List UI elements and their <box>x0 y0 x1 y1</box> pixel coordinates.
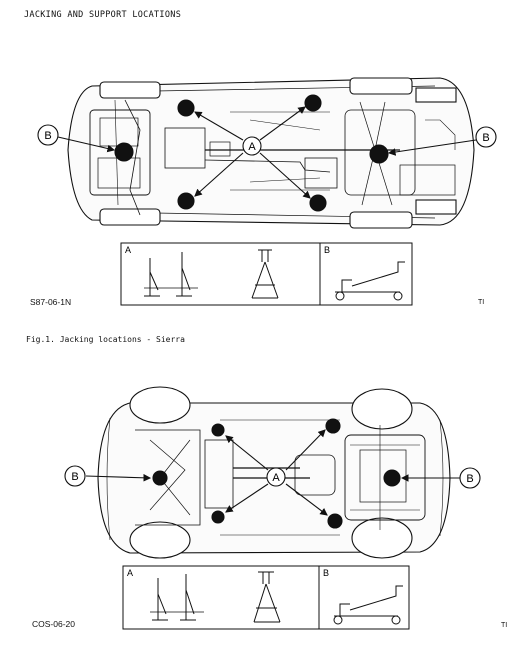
callout-a-center-bottom-label: A <box>272 472 280 484</box>
rear-right-wheel <box>349 211 413 229</box>
callout-a-center <box>242 136 262 156</box>
jacking-point-rear-right <box>211 510 225 524</box>
callout-b-left <box>64 465 86 487</box>
jacking-point-rear-left <box>211 423 225 437</box>
panel-b-bottom <box>318 565 410 630</box>
rear-right-wheel <box>129 521 191 559</box>
front-right-wheel <box>99 208 161 226</box>
reference-code-top: S87-06-1N <box>30 297 72 307</box>
sierra-underside-diagram <box>37 77 497 229</box>
callout-a-center-bottom <box>266 467 286 487</box>
panel-b-bottom-letter: B <box>323 568 329 578</box>
jacking-point-front-left <box>325 418 341 434</box>
trolley-jack-icon <box>335 261 405 301</box>
page-title: JACKING AND SUPPORT LOCATIONS <box>24 10 182 20</box>
trolley-jack-icon <box>333 585 403 625</box>
ti-mark-top: TI <box>478 299 485 306</box>
panel-a-top-letter: A <box>125 245 131 255</box>
rear-left-wheel <box>349 77 413 95</box>
callout-b-right <box>459 467 481 489</box>
jacking-point-front-right <box>177 192 195 210</box>
callout-b-front <box>37 124 59 146</box>
axle-stand-icon <box>253 571 281 623</box>
callout-b-right-label: B <box>466 473 473 485</box>
panel-b-top <box>319 242 413 306</box>
panel-b-top-letter: B <box>324 245 330 255</box>
figure-caption: Fig.1. Jacking locations - Sierra <box>26 335 185 344</box>
axle-stand-pair-icon <box>144 252 198 297</box>
jacking-point-front-right <box>327 513 343 529</box>
jacking-point-rear-b <box>369 144 389 164</box>
callout-b-left-label: B <box>71 471 78 483</box>
equipment-panel-bottom <box>122 565 410 630</box>
axle-stand-pair-icon <box>150 574 204 621</box>
equipment-panel-top <box>120 242 413 306</box>
front-left-wheel <box>351 388 413 430</box>
jacking-point-rear-left <box>304 94 322 112</box>
front-right-wheel <box>351 517 413 559</box>
callout-b-rear-label: B <box>482 132 489 144</box>
reference-code-bottom: COS-06-20 <box>32 619 75 629</box>
jacking-point-rear-right <box>309 194 327 212</box>
jacking-point-front-b <box>383 469 401 487</box>
rear-left-wheel <box>129 386 191 424</box>
panel-a-bottom-letter: A <box>127 568 133 578</box>
front-left-wheel <box>99 81 161 99</box>
axle-stand-icon <box>251 249 279 299</box>
second-vehicle-underside-diagram <box>64 386 481 559</box>
jacking-point-front-b <box>114 142 134 162</box>
jacking-point-front-left <box>177 99 195 117</box>
callout-b-rear <box>475 126 497 148</box>
jacking-point-rear-b <box>152 470 168 486</box>
ti-mark-bottom: TI <box>501 622 508 629</box>
callout-b-front-label: B <box>44 130 51 142</box>
callout-a-center-label: A <box>248 141 256 153</box>
